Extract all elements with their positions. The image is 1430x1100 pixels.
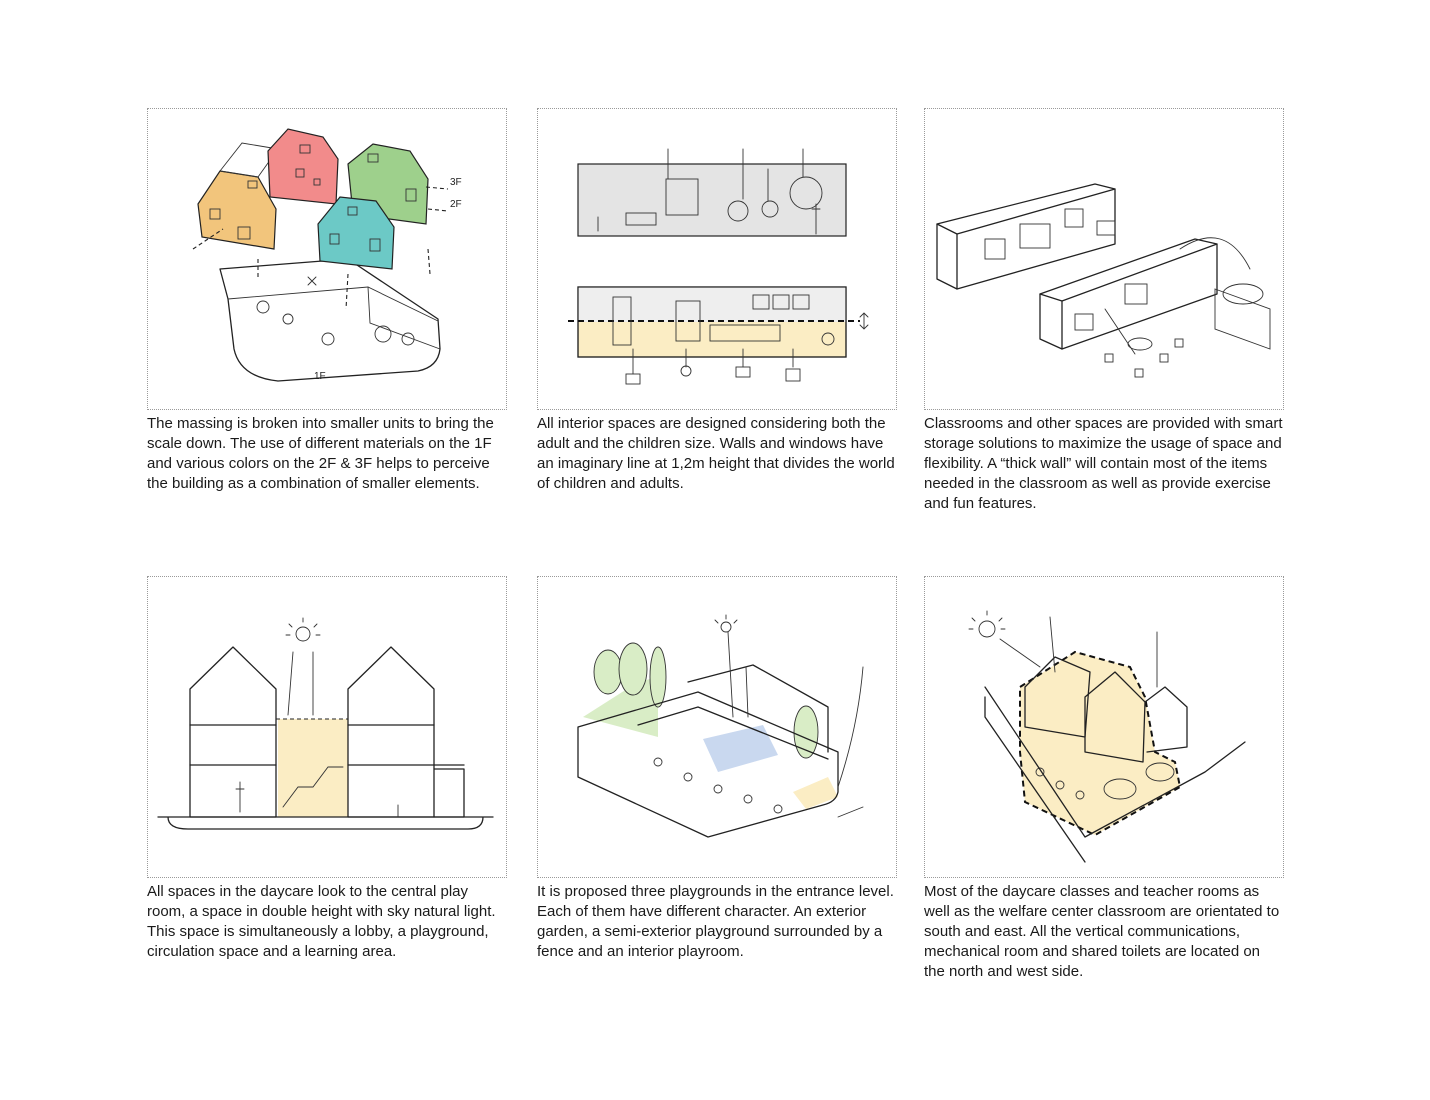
play-room-sketch [147,576,507,878]
scale-sketch [537,108,897,410]
floor-1f-label: 1F [314,371,326,382]
panel-massing: 3F 2F 1F The massing is broken into smal… [147,108,507,494]
panel-orientation: Most of the daycare classes and teacher … [924,576,1284,982]
playgrounds-caption: It is proposed three playgrounds in the … [537,883,894,960]
massing-caption: The massing is broken into smaller units… [147,415,494,492]
orientation-caption: Most of the daycare classes and teacher … [924,883,1280,980]
massing-sketch: 3F 2F 1F [147,108,507,410]
floor-3f-label: 3F [450,177,462,188]
play-room-caption: All spaces in the daycare look to the ce… [147,883,496,960]
panel-thick-wall: Classrooms and other spaces are provided… [924,108,1284,514]
panel-play-room: All spaces in the daycare look to the ce… [147,576,507,962]
thick-wall-sketch [924,108,1284,410]
scale-caption: All interior spaces are designed conside… [537,415,895,492]
thick-wall-caption: Classrooms and other spaces are provided… [924,415,1283,512]
orientation-sketch [924,576,1284,878]
panel-scale: All interior spaces are designed conside… [537,108,897,494]
floor-2f-label: 2F [450,199,462,210]
playgrounds-sketch [537,576,897,878]
panel-playgrounds: It is proposed three playgrounds in the … [537,576,897,962]
